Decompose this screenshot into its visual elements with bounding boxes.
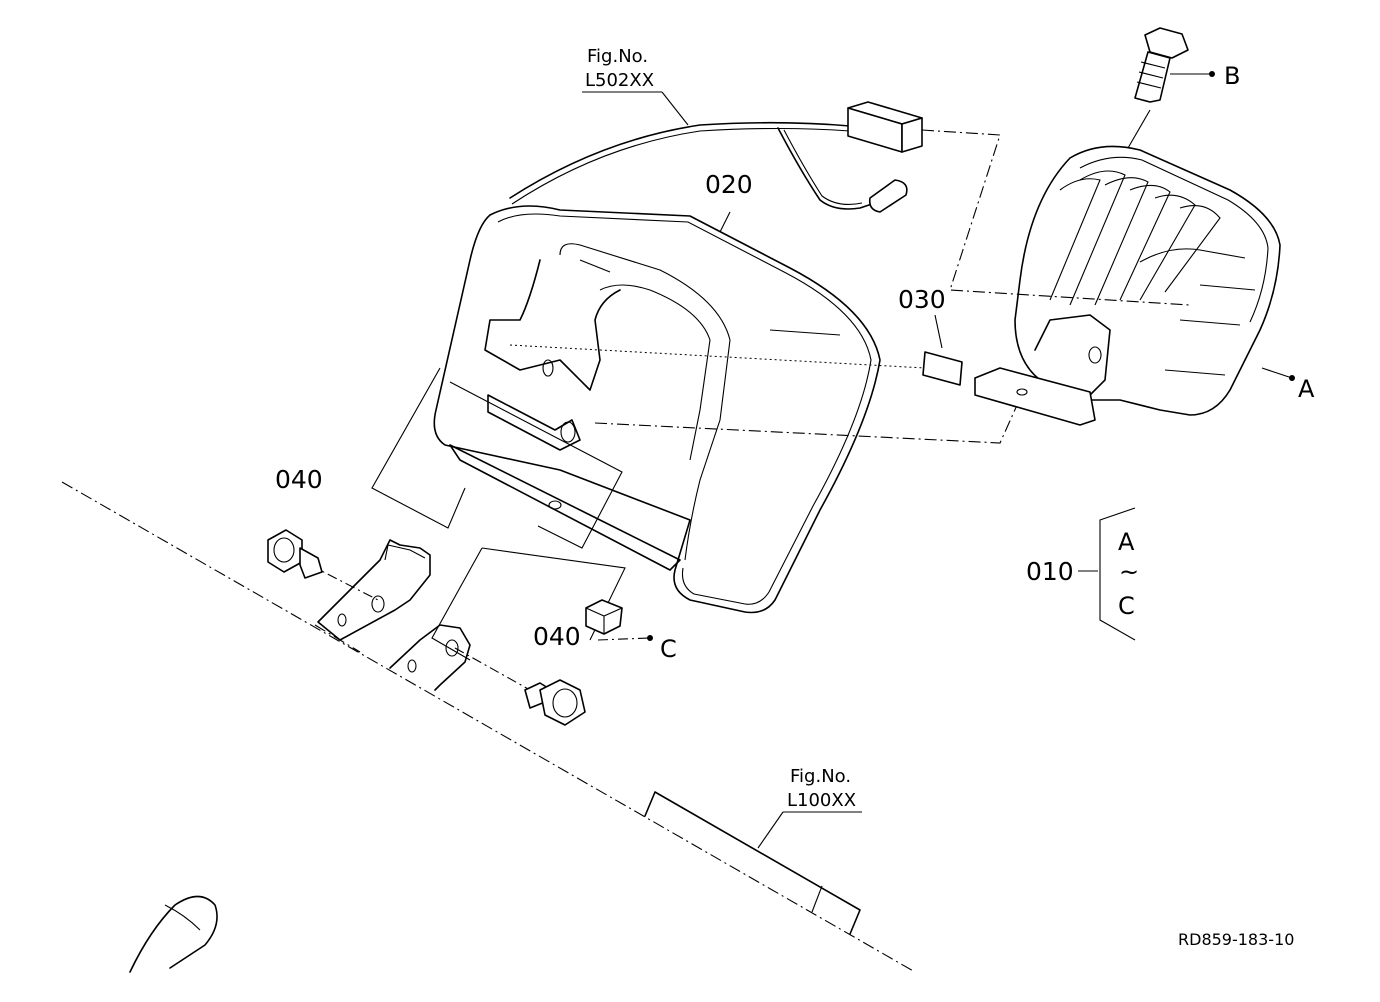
assembly-range-start: A bbox=[1118, 528, 1135, 556]
cover-part bbox=[433, 205, 1019, 614]
pad-part bbox=[922, 314, 963, 386]
work-lamp-part bbox=[974, 145, 1295, 641]
right-bracket bbox=[389, 624, 471, 691]
part-number-assembly: 010 bbox=[1026, 557, 1074, 586]
left-bracket bbox=[317, 539, 431, 641]
callout-a: A bbox=[1298, 375, 1315, 403]
figure-ref-frame-line2: L100XX bbox=[787, 790, 856, 811]
figure-ref-wiring-line1: Fig.No. bbox=[587, 46, 648, 67]
callout-b: B bbox=[1224, 62, 1240, 90]
drawing-id: RD859-183-10 bbox=[1178, 930, 1294, 949]
assembly-range-tilde: ~ bbox=[1119, 558, 1139, 586]
frame-part bbox=[129, 791, 861, 973]
bracket-reference bbox=[371, 367, 626, 661]
frame-figure-ref: Fig.No. L100XX bbox=[757, 766, 862, 849]
assembly-range-end: C bbox=[1118, 592, 1135, 620]
bolt-left-icon bbox=[267, 529, 379, 601]
wiring-harness bbox=[509, 101, 1191, 306]
callout-c: C bbox=[660, 635, 677, 663]
frame-centerline bbox=[61, 481, 916, 973]
figure-ref-frame-line1: Fig.No. bbox=[790, 766, 851, 787]
wiring-figure-ref: Fig.No. L502XX bbox=[582, 46, 689, 126]
part-number-bolt-left: 040 bbox=[275, 465, 323, 494]
figure-ref-wiring-line2: L502XX bbox=[585, 70, 654, 91]
part-number-cover: 020 bbox=[705, 170, 753, 199]
part-number-bolt-right: 040 bbox=[533, 622, 581, 651]
nut-icon bbox=[585, 599, 653, 641]
bolt-right-icon bbox=[454, 647, 586, 726]
bolt-b-icon bbox=[1127, 27, 1215, 149]
part-number-pad: 030 bbox=[898, 285, 946, 314]
